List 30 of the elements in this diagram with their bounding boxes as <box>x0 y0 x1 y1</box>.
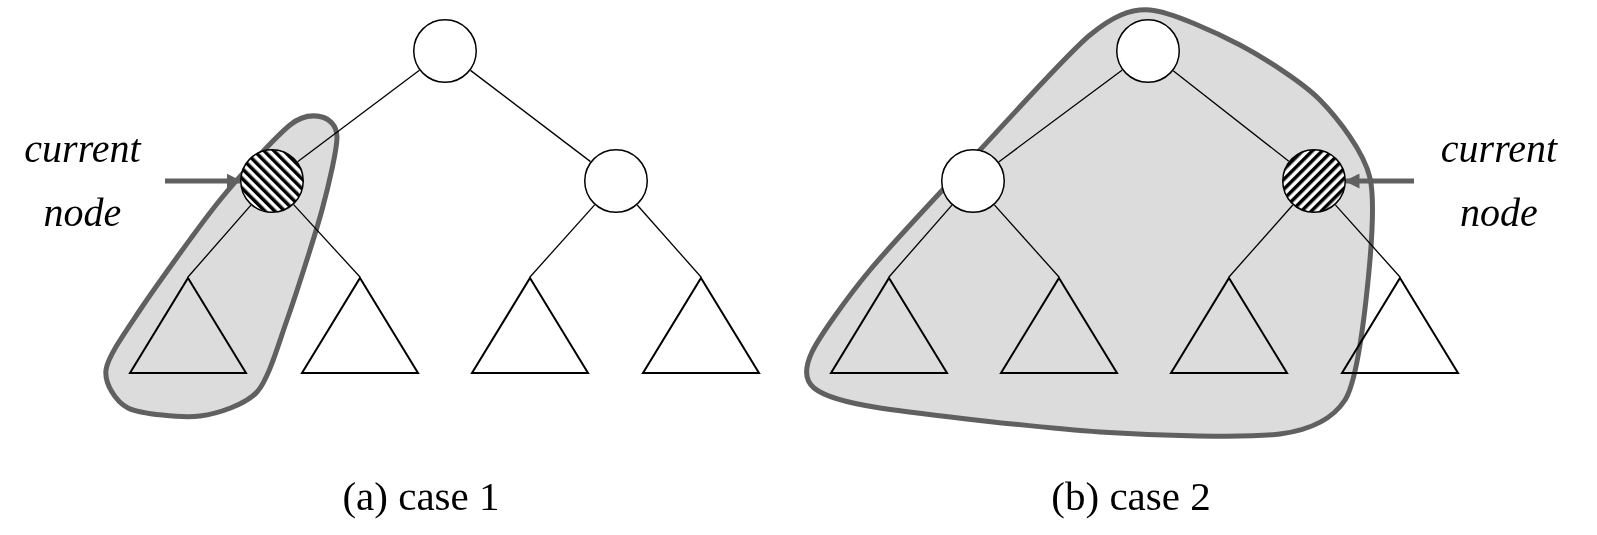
tree-branch-line <box>888 204 953 278</box>
tree-node-circle <box>941 149 1005 213</box>
tree-node-circle <box>1116 19 1180 83</box>
node-label: current node <box>1414 117 1584 245</box>
tree-branch-line <box>187 204 252 278</box>
subtree-triangle <box>471 277 589 374</box>
tree-node-circle <box>584 149 648 213</box>
tree-branch-line <box>993 204 1060 278</box>
subfigure-caption: (b) case 2 <box>1051 472 1211 520</box>
tree-branch-line <box>296 69 421 163</box>
subtree-triangle <box>642 277 760 374</box>
tree-branch-line <box>998 69 1123 163</box>
hatched-tree-node <box>240 149 304 213</box>
subtree-triangle <box>1000 277 1118 374</box>
tree-branch-line <box>469 69 592 163</box>
subtree-triangle <box>301 277 419 374</box>
node-label: current node <box>0 117 165 245</box>
tree-branch-line <box>1334 204 1401 278</box>
subtree-triangle <box>129 277 247 374</box>
tree-node-circle <box>413 19 477 83</box>
subtree-triangle <box>1341 277 1459 374</box>
subtree-triangle <box>830 277 948 374</box>
tree-branch-line <box>292 203 361 278</box>
tree-branch-line <box>1172 70 1290 162</box>
tree-branch-line <box>1228 204 1294 278</box>
subfigure-caption: (a) case 1 <box>342 472 500 520</box>
subtree-triangle <box>1170 277 1288 374</box>
tree-branch-line <box>529 204 596 278</box>
hatched-tree-node <box>1282 149 1346 213</box>
tree-branch-line <box>636 204 702 278</box>
